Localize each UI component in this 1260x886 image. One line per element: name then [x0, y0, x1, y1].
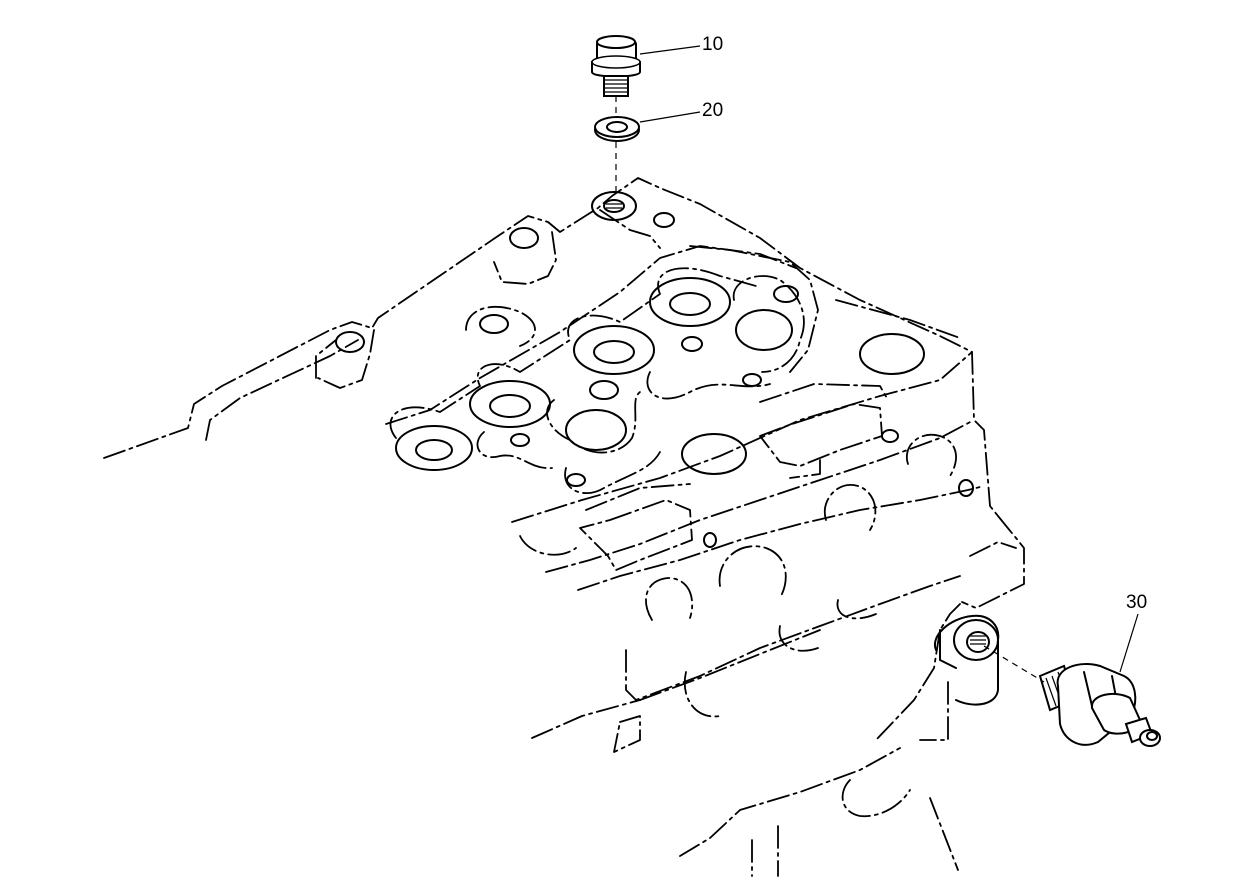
callout-30: 30: [1126, 592, 1148, 613]
leader-lines: [639, 45, 1139, 673]
callout-10: 10: [702, 34, 724, 55]
alignment-lines: [615, 96, 1045, 683]
sensor-boss: [933, 614, 1000, 706]
head-passages: [335, 209, 974, 571]
pressure-switch: [1038, 663, 1161, 747]
callout-20: 20: [702, 100, 724, 121]
cylinder-head: [103, 177, 1025, 877]
sealing-washer: [594, 116, 640, 142]
plug-bolt: [591, 35, 641, 97]
plug-seat: [591, 191, 637, 221]
